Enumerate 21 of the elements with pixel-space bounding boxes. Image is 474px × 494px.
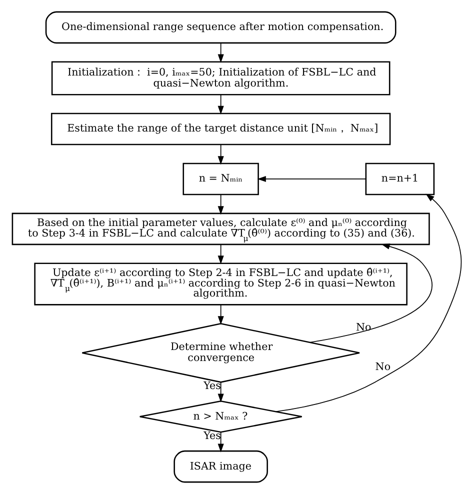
arrow xyxy=(275,194,462,412)
arrow xyxy=(218,432,224,452)
node-box: n = Nₘᵢₙ xyxy=(182,162,259,196)
node-diamond: n > Nₘₐₓ ? xyxy=(139,400,302,433)
node-box: Based on the initial parameter values, calculate ε⁽⁰⁾ and μₙ⁽⁰⁾ according to Step 3-4 in FSBL−LC and calculate ∇T$_{μ}$(θ̂⁽⁰⁾) according to (35) and (36). xyxy=(12,212,430,246)
arrow xyxy=(218,42,224,63)
node-box: One-dimensional range sequence after motion compensation. xyxy=(45,11,396,44)
arrow xyxy=(218,304,224,325)
arrow xyxy=(218,194,224,215)
node-box: ISAR image xyxy=(174,450,268,483)
arrow xyxy=(257,176,366,182)
node-box: n=n+1 xyxy=(365,162,435,196)
arrow xyxy=(218,244,224,264)
node-box: Initialization： i=0, iₘₐₓ=50; Initialization of FSBL−LC and quasi−Newton algorithm. xyxy=(51,61,390,96)
arrow xyxy=(218,94,224,115)
node-box: Estimate the range of the target distance unit [Nₘᵢₙ， Nₘₐₓ] xyxy=(50,112,391,146)
arrow xyxy=(218,144,224,165)
edge-label: No xyxy=(375,360,391,373)
arrow xyxy=(309,243,432,343)
node-box: Update ε⁽ⁱ⁺¹⁾ according to Step 2-4 in FSBL−LC and update θ̂⁽ⁱ⁺¹⁾, ∇T$_{μ}$(θ̂⁽ⁱ⁺¹⁾), B⁽ⁱ⁺¹⁾ and μₙ⁽ⁱ⁺¹⁾ according to Step 2-6 in quasi−Newton algorithm. xyxy=(34,262,408,306)
arrow xyxy=(218,382,224,402)
